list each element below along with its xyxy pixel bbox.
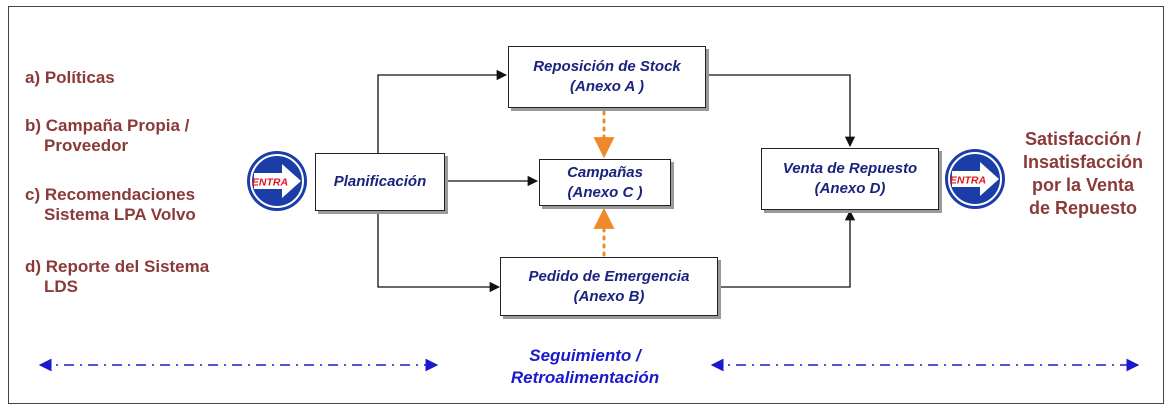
arrow-pedido-to-venta	[718, 209, 856, 288]
input-reporte-line2: LDS	[44, 277, 78, 296]
arrow-planificacion-to-pedido	[377, 211, 501, 293]
arrow-planificacion-to-reposicion	[377, 69, 508, 153]
feedback-line2: Retroalimentación	[510, 368, 660, 387]
box-reposicion-title: Reposición de Stock	[533, 58, 681, 75]
box-pedido-annex: (Anexo B)	[573, 287, 645, 305]
box-venta-annex: (Anexo D)	[814, 180, 886, 197]
box-campanas: Campañas (Anexo C )	[539, 159, 671, 206]
box-planificacion-label: Planificación	[333, 173, 427, 190]
input-recomendaciones-line2: Sistema LPA Volvo	[44, 205, 196, 224]
output-line1: Satisfacción /	[1024, 129, 1142, 149]
output-line3: por la Venta	[1031, 175, 1135, 195]
box-pedido-emergencia: Pedido de Emergencia (Anexo B)	[500, 257, 718, 316]
input-campana-line2: Proveedor	[44, 136, 129, 155]
entra-label: ENTRA	[252, 177, 288, 189]
box-venta-title: Venta de Repuesto	[782, 160, 918, 177]
box-campanas-title: Campañas	[567, 163, 643, 181]
box-planificacion: Planificación	[315, 153, 445, 211]
input-reporte-line1: d) Reporte del Sistema	[25, 257, 210, 276]
box-reposicion-stock: Reposición de Stock (Anexo A )	[508, 46, 706, 108]
feedback-line1: Seguimiento /	[529, 346, 641, 365]
box-pedido-title: Pedido de Emergencia	[528, 267, 690, 285]
arrow-reposicion-to-venta	[706, 74, 856, 148]
box-venta-repuesto: Venta de Repuesto (Anexo D)	[761, 148, 939, 210]
input-campana-line1: b) Campaña Propia /	[25, 116, 190, 135]
entra-arrow-icon: ENTRA	[945, 149, 1005, 209]
box-reposicion-annex: (Anexo A )	[570, 78, 644, 95]
input-recomendaciones-line1: c) Recomendaciones	[25, 185, 196, 204]
box-campanas-annex: (Anexo C )	[567, 183, 643, 201]
entra-arrow-icon: ENTRA	[247, 151, 307, 211]
feedback-label: Seguimiento / Retroalimentación	[470, 345, 700, 389]
entra-label: ENTRA	[950, 175, 986, 187]
input-politicas: a) Políticas	[25, 68, 115, 87]
output-line4: de Repuesto	[1028, 198, 1138, 218]
output-satisfaccion: Satisfacción / Insatisfacción por la Ven…	[1008, 128, 1158, 220]
output-line2: Insatisfacción	[1022, 152, 1144, 172]
